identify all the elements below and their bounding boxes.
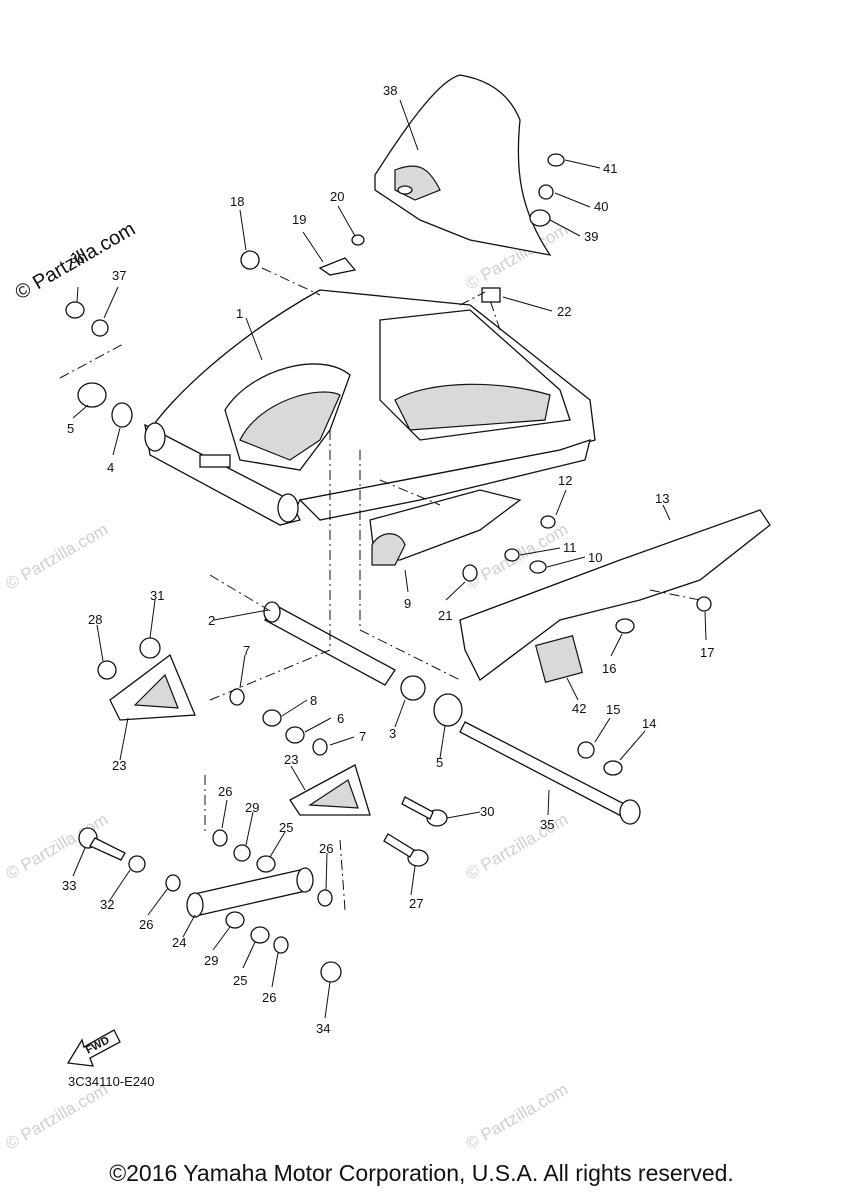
callout-20: 20	[330, 189, 344, 204]
callout-25: 25	[279, 820, 293, 835]
callout-26: 26	[218, 784, 232, 799]
callout-10: 10	[588, 550, 602, 565]
callout-8: 8	[310, 693, 317, 708]
chain-guard-part-13	[459, 509, 771, 684]
relay-arm-part-23	[289, 764, 371, 816]
callout-4: 4	[107, 460, 114, 475]
callout-26: 26	[319, 841, 333, 856]
watermark-faint: © Partzilla.com	[463, 1080, 572, 1154]
assembly-lines	[59, 267, 701, 911]
watermark-faint: © Partzilla.com	[463, 810, 572, 884]
callout-32: 32	[100, 897, 114, 912]
callout-22: 22	[557, 304, 571, 319]
callout-labels: 1 2 3 4 5 5 6 7 7 8 9 10 11 12 13 14 15 …	[62, 83, 714, 1036]
callout-15: 15	[606, 702, 620, 717]
callout-41: 41	[603, 161, 617, 176]
copyright-notice: ©2016 Yamaha Motor Corporation, U.S.A. A…	[109, 1160, 734, 1186]
axle-part-35	[459, 721, 641, 825]
relay-arm-part-23	[109, 653, 196, 721]
connecting-rod-part-24	[186, 867, 314, 918]
watermark-faint: © Partzilla.com	[3, 520, 112, 594]
chain-case-part-9	[369, 489, 522, 566]
callout-5: 5	[67, 421, 74, 436]
callout-38: 38	[383, 83, 397, 98]
callout-35: 35	[540, 817, 554, 832]
callout-18: 18	[230, 194, 244, 209]
callout-13: 13	[655, 491, 669, 506]
small-parts	[65, 153, 712, 983]
callout-16: 16	[602, 661, 616, 676]
callout-23: 23	[284, 752, 298, 767]
callout-26: 26	[262, 990, 276, 1005]
callout-19: 19	[292, 212, 306, 227]
callout-39: 39	[584, 229, 598, 244]
swingarm-part-1	[144, 289, 596, 526]
callout-1: 1	[236, 306, 243, 321]
callout-17: 17	[700, 645, 714, 660]
callout-27: 27	[409, 896, 423, 911]
callout-36: 36	[70, 251, 84, 266]
callout-30: 30	[480, 804, 494, 819]
callout-7: 7	[243, 643, 250, 658]
callout-26: 26	[139, 917, 153, 932]
callout-29: 29	[245, 800, 259, 815]
callout-42: 42	[572, 701, 586, 716]
callout-29: 29	[204, 953, 218, 968]
callout-25: 25	[233, 973, 247, 988]
callout-5: 5	[436, 755, 443, 770]
callout-37: 37	[112, 268, 126, 283]
callout-21: 21	[438, 608, 452, 623]
callout-34: 34	[316, 1021, 330, 1036]
callout-14: 14	[642, 716, 656, 731]
callout-24: 24	[172, 935, 186, 950]
callout-23: 23	[112, 758, 126, 773]
callout-28: 28	[88, 612, 102, 627]
callout-6: 6	[337, 711, 344, 726]
forward-arrow-icon: FWD	[66, 1029, 121, 1067]
callout-2: 2	[208, 613, 215, 628]
callout-40: 40	[594, 199, 608, 214]
callout-7: 7	[359, 729, 366, 744]
callout-9: 9	[404, 596, 411, 611]
callout-33: 33	[62, 878, 76, 893]
rear-fender-part-38	[374, 74, 552, 256]
diagram-code: 3C34110-E240	[68, 1074, 155, 1089]
callout-12: 12	[558, 473, 572, 488]
callout-11: 11	[563, 540, 577, 555]
callout-31: 31	[150, 588, 164, 603]
callout-3: 3	[389, 726, 396, 741]
leader-lines	[72, 99, 707, 1019]
watermark-faint: © Partzilla.com	[3, 1080, 112, 1154]
